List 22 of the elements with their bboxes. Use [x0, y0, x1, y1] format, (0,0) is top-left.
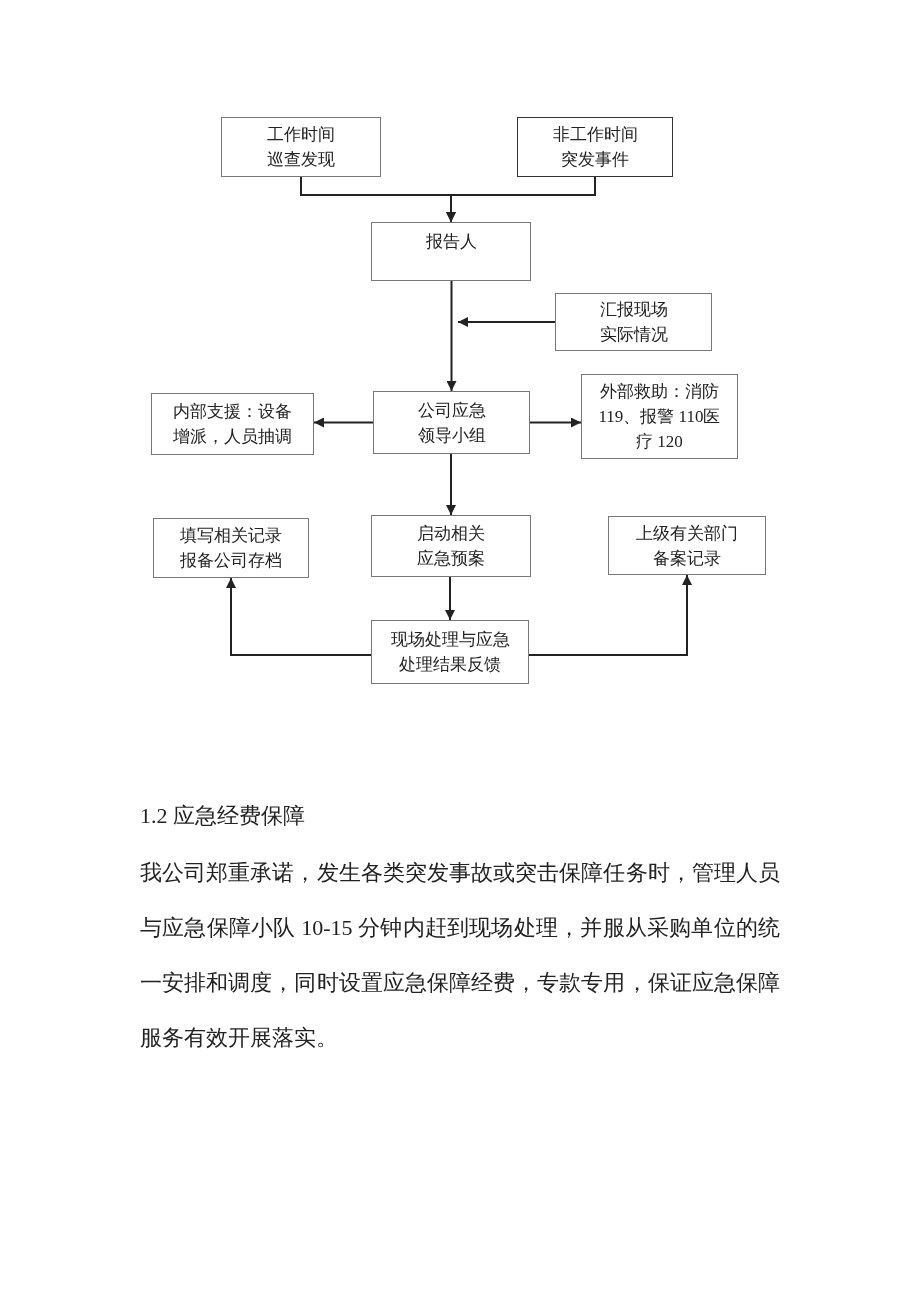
process-box: 公司应急领导小组: [373, 391, 530, 454]
process-box: 填写相关记录报备公司存档: [153, 518, 309, 578]
process-box: 外部救助：消防119、报警 110医疗 120: [581, 374, 738, 459]
arrow: [457, 317, 556, 327]
process-box: 上级有关部门备案记录: [608, 516, 766, 575]
process-box: 现场处理与应急处理结果反馈: [371, 620, 529, 684]
arrow: [313, 417, 374, 428]
process-box: 工作时间巡查发现: [221, 117, 381, 177]
arrow: [528, 574, 692, 656]
arrow: [226, 577, 372, 656]
body-paragraph: 我公司郑重承诺，发生各类突发事故或突击保障任务时，管理人员与应急保障小队 10-15 分钟内赶到现场处理，并服从采购单位的统一安排和调度，同时设置应急保障经费，专款专用，保证应急保障服务有效开展落实。: [140, 859, 780, 1052]
process-box: 汇报现场实际情况: [555, 293, 712, 351]
arrow: [446, 453, 456, 516]
arrow: [446, 176, 596, 223]
process-box: 内部支援：设备增派，人员抽调: [151, 393, 314, 455]
arrow: [529, 417, 582, 428]
arrow: [446, 280, 457, 392]
arrow: [445, 576, 455, 621]
process-box: 报告人: [371, 222, 531, 281]
process-box: 启动相关应急预案: [371, 515, 531, 577]
process-box: 非工作时间突发事件: [517, 117, 673, 177]
section-heading: 1.2 应急经费保障: [140, 802, 306, 830]
